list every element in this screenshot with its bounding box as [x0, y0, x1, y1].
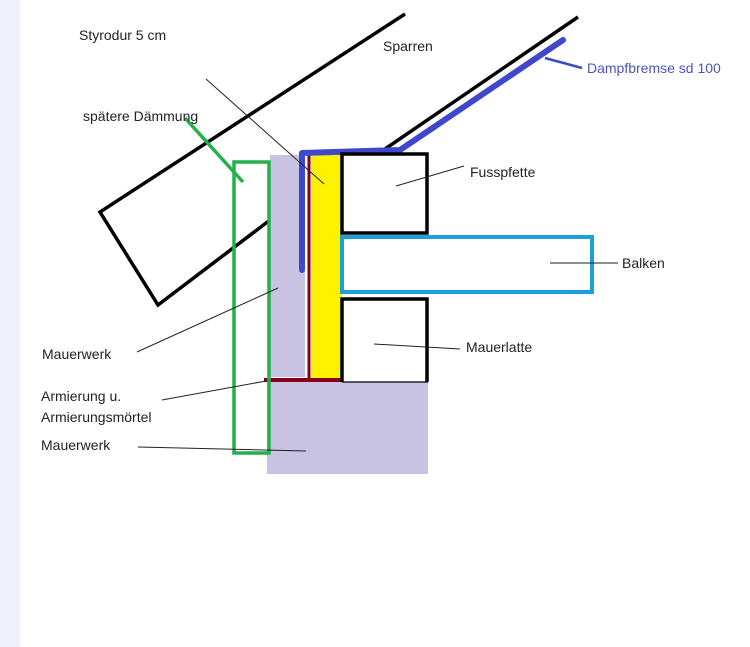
label-sparren: Sparren: [383, 38, 433, 54]
styrodur-insulation: [311, 153, 342, 382]
fusspfette-box: [340, 152, 429, 235]
sparren-inner-line: [384, 15, 579, 151]
label-fusspfette: Fusspfette: [470, 164, 536, 180]
balken-box: [340, 235, 594, 294]
daemmung-pointer: [183, 116, 245, 184]
label-balken: Balken: [622, 255, 665, 271]
mauerlatte-box: [340, 297, 429, 382]
dampfbremse-pointer: [544, 56, 583, 70]
label-mauerwerk-lower: Mauerwerk: [41, 437, 111, 453]
label-mauerlatte: Mauerlatte: [466, 339, 532, 355]
label-armierung-2: Armierungsmörtel: [41, 409, 151, 425]
armierung-pointer: [161, 380, 267, 401]
label-armierung-1: Armierung u.: [41, 388, 121, 404]
mauerwerk-lower-fill: [267, 381, 428, 474]
sparren-rafter: [97, 12, 406, 308]
leader-lines: [136, 78, 618, 452]
label-dampfbremse: Dampfbremse sd 100: [587, 60, 721, 76]
mauerwerk-lower-pointer: [137, 446, 307, 452]
dampfbremse-line: [299, 37, 566, 273]
styrodur-pointer: [205, 78, 325, 185]
mauerlatte-pointer: [373, 343, 461, 350]
fusspfette-pointer: [395, 165, 465, 187]
left-margin-strip: [0, 0, 20, 647]
daemmung-box: [232, 160, 271, 455]
label-styrodur: Styrodur 5 cm: [79, 27, 166, 43]
label-daemmung: spätere Dämmung: [83, 108, 198, 124]
label-mauerwerk-upper: Mauerwerk: [42, 346, 112, 362]
mauerwerk-upper-pointer: [136, 287, 279, 353]
